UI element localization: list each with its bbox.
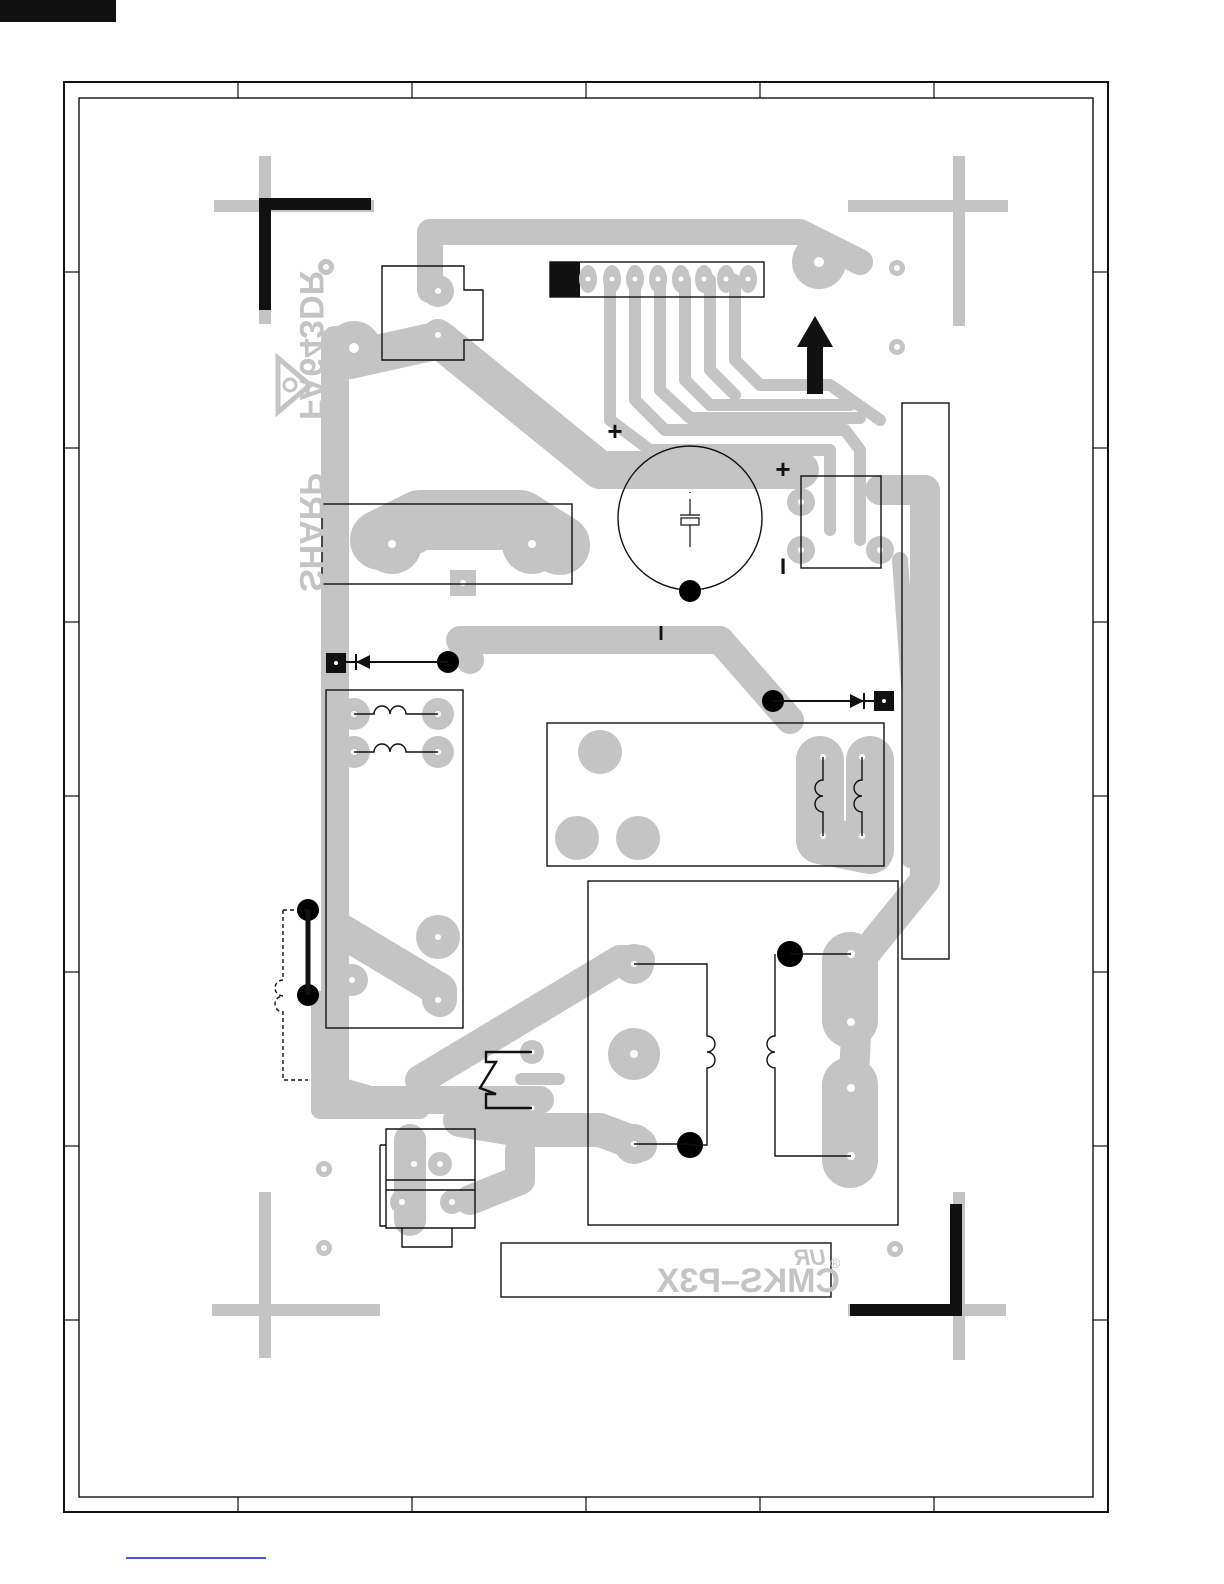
diode-icon <box>326 653 448 673</box>
brand-text: SHARP <box>292 473 330 592</box>
model-text: FA643DR <box>292 271 330 420</box>
plus-mark-2: + <box>775 454 790 484</box>
ur-mark: UR <box>794 1245 826 1270</box>
plus-mark-1: + <box>607 416 622 446</box>
registered-mark: ® <box>830 1255 841 1271</box>
minus-mark-2: I <box>658 623 664 645</box>
minus-mark-1: I <box>780 554 786 579</box>
